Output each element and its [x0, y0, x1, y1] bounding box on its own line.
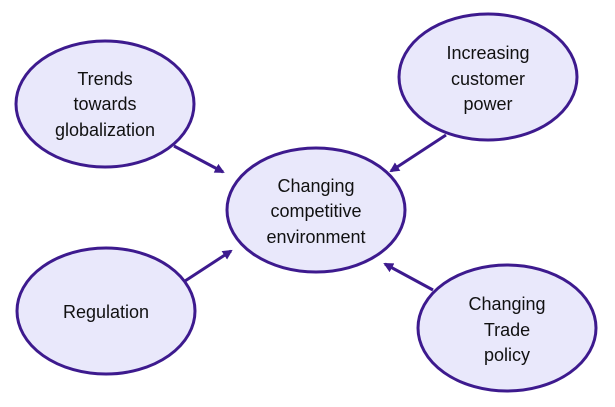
node-globalization-line-2: towards [73, 94, 136, 114]
node-trade-policy-line-2: Trade [484, 320, 530, 340]
arrow-regulation-to-center [184, 249, 233, 283]
node-globalization-line-3: globalization [55, 120, 155, 140]
node-globalization-line-1: Trends [77, 69, 132, 89]
node-customer-power-line-3: power [463, 94, 512, 114]
node-center-line-1: Changing [277, 176, 354, 196]
node-customer-power-line-1: Increasing [446, 43, 529, 63]
node-globalization: Trends towards globalization [14, 39, 196, 169]
edges [173, 133, 447, 292]
node-center-line-3: environment [266, 227, 365, 247]
node-customer-power: Increasing customer power [397, 12, 579, 142]
node-globalization-ellipse [14, 39, 196, 169]
node-regulation-line-1: Regulation [63, 302, 149, 322]
node-customer-power-ellipse [397, 12, 579, 142]
node-regulation: Regulation [15, 246, 197, 376]
arrow-customer-power-to-center [389, 133, 447, 173]
node-customer-power-line-2: customer [451, 69, 525, 89]
arrow-globalization-to-center [173, 144, 225, 174]
node-center: Changing competitive environment [225, 146, 407, 274]
node-trade-policy-ellipse [416, 263, 598, 393]
node-trade-policy: Changing Trade policy [416, 263, 598, 393]
node-regulation-ellipse [15, 246, 197, 376]
node-trade-policy-line-1: Changing [468, 294, 545, 314]
node-center-ellipse [225, 146, 407, 274]
node-center-line-2: competitive [270, 201, 361, 221]
arrow-trade-policy-to-center [383, 262, 434, 292]
node-trade-policy-line-3: policy [484, 345, 530, 365]
